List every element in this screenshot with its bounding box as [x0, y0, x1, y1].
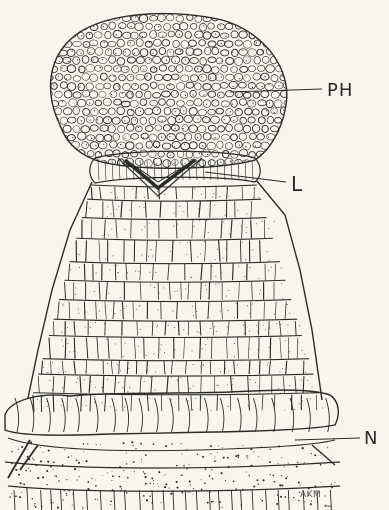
label-n: N [364, 428, 378, 449]
label-ph: PH [327, 80, 353, 101]
artist-initials: AKM [300, 490, 321, 500]
label-l: L [291, 172, 303, 196]
